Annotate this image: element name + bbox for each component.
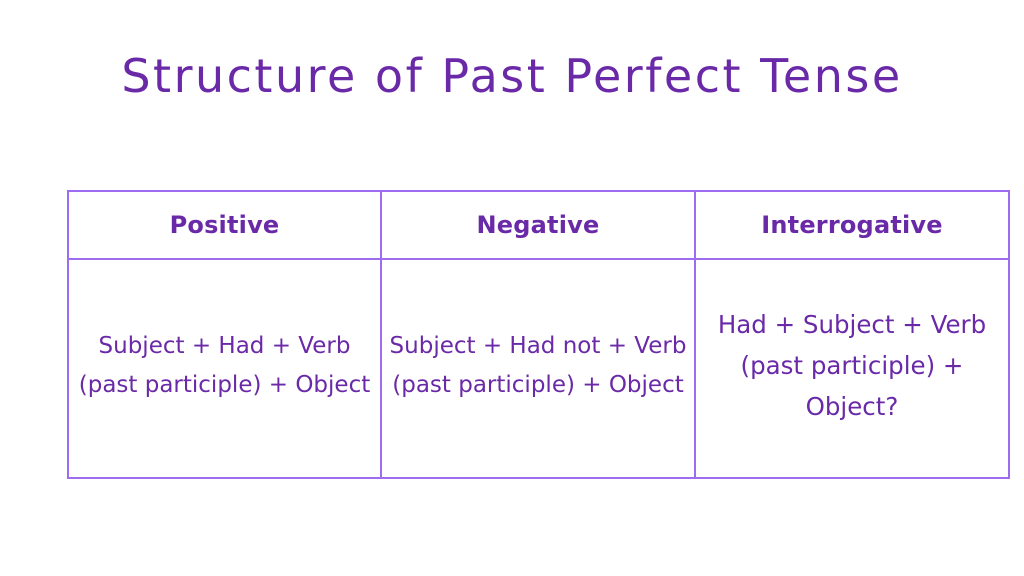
header-negative: Negative — [380, 190, 696, 260]
cell-negative-structure: Subject + Had not + Verb (past participl… — [380, 258, 696, 479]
cell-interrogative-structure: Had + Subject + Verb (past participle) +… — [694, 258, 1010, 479]
page-title: Structure of Past Perfect Tense — [121, 49, 903, 103]
tense-structure-table: Positive Negative Interrogative Subject … — [67, 190, 1010, 479]
table-row: Subject + Had + Verb (past participle) +… — [67, 258, 1010, 479]
header-row: Positive Negative Interrogative — [67, 190, 1010, 260]
header-positive: Positive — [67, 190, 382, 260]
header-interrogative: Interrogative — [694, 190, 1010, 260]
cell-positive-structure: Subject + Had + Verb (past participle) +… — [67, 258, 382, 479]
